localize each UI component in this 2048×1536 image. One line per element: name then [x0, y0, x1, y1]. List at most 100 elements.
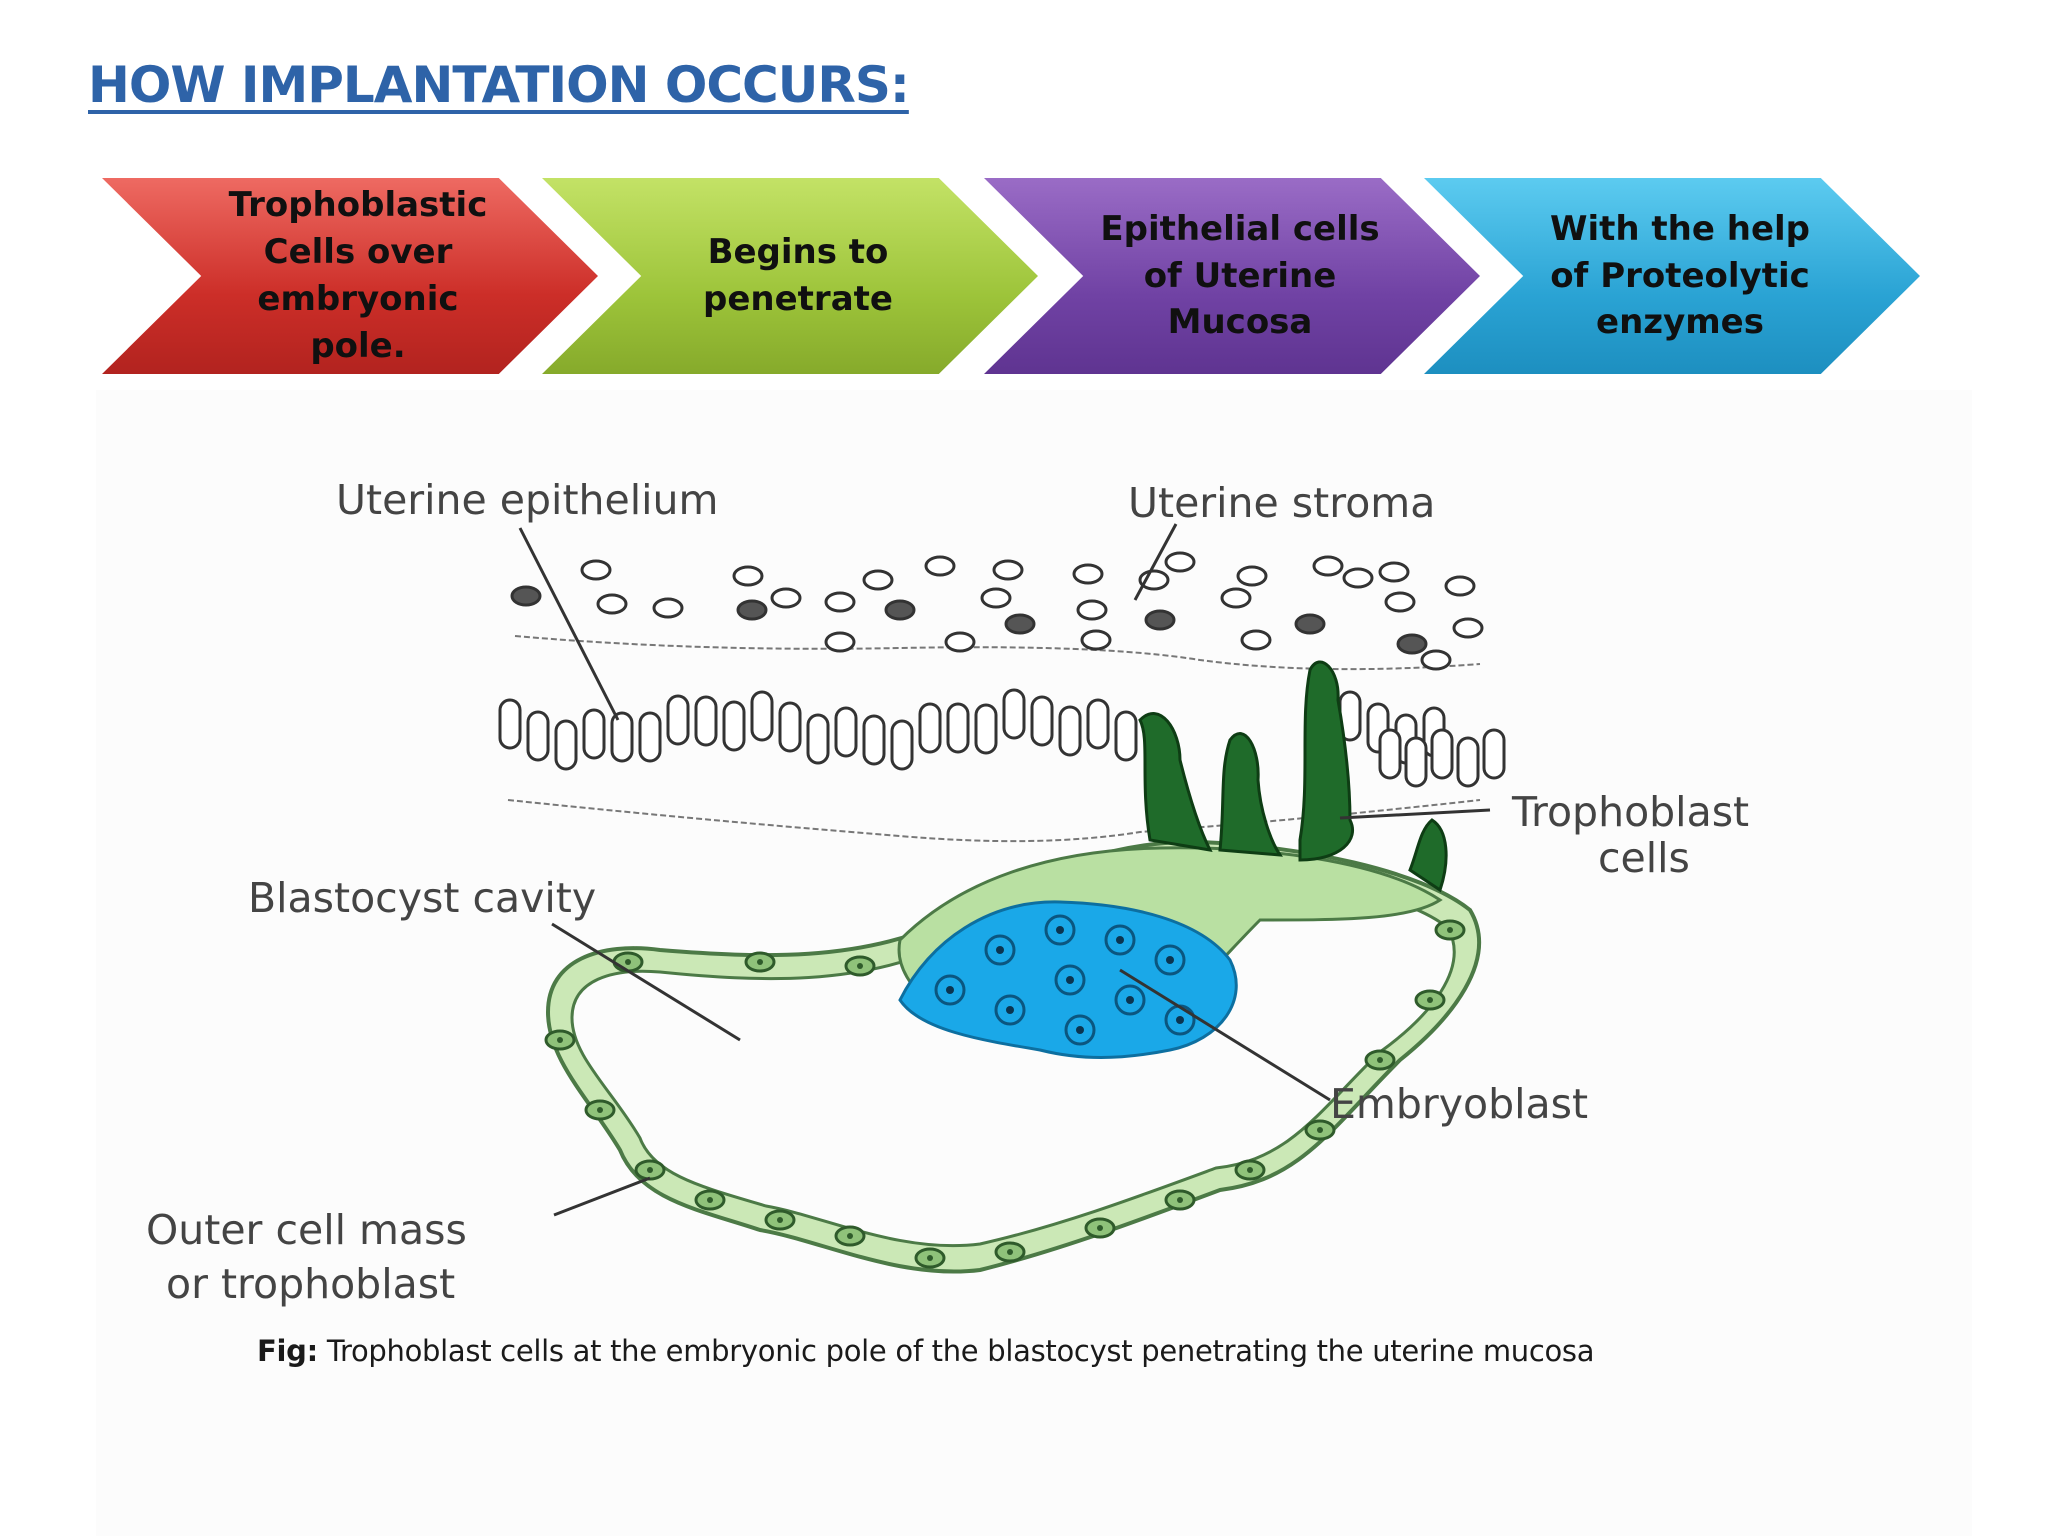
epithelial-cell: [806, 713, 830, 765]
epithelial-cell: [1404, 736, 1428, 788]
nucleolus: [647, 1167, 653, 1173]
stroma-cell: [980, 587, 1012, 609]
caption-text: Trophoblast cells at the embryonic pole …: [317, 1334, 1595, 1368]
epithelial-cell: [722, 700, 746, 752]
figure-caption: Fig: Trophoblast cells at the embryonic …: [257, 1334, 1595, 1368]
stroma-cell: [510, 585, 542, 607]
label-outer-cell-mass-2: or trophoblast: [166, 1260, 455, 1308]
stroma-cell: [1080, 629, 1112, 651]
stroma-cell: [1342, 567, 1374, 589]
stroma-cell: [992, 559, 1024, 581]
epithelial-cell: [862, 714, 886, 766]
epithelial-cell: [498, 698, 522, 750]
stroma-cell: [770, 587, 802, 609]
stroma-cell: [1164, 551, 1196, 573]
epithelial-cell: [582, 708, 606, 760]
epithelial-cell: [1430, 728, 1454, 780]
stroma-cell: [1452, 617, 1484, 639]
nucleolus: [777, 1217, 783, 1223]
step-1-chevron: Trophoblastic Cells over embryonic pole.: [102, 178, 598, 374]
trophoblast-cells: [1138, 660, 1448, 893]
stroma-cell: [1076, 599, 1108, 621]
nucleolus: [757, 959, 763, 965]
stroma-cell: [652, 597, 684, 619]
nucleolus: [1447, 927, 1453, 933]
label-trophoblast-cells-1: Trophoblast: [1511, 788, 1749, 836]
stroma-cell: [1144, 609, 1176, 631]
stroma-cell: [1220, 587, 1252, 609]
stroma-cell: [1072, 563, 1104, 585]
stroma-cell: [1004, 613, 1036, 635]
epithelial-cell: [666, 694, 690, 746]
nucleolus: [1116, 936, 1124, 944]
nucleolus: [1247, 1167, 1253, 1173]
label-embryoblast: Embryoblast: [1330, 1080, 1588, 1128]
stroma-cell: [884, 599, 916, 621]
label-blastocyst-cavity: Blastocyst cavity: [248, 874, 596, 922]
stroma-cells: [510, 551, 1484, 671]
page-title: HOW IMPLANTATION OCCURS:: [88, 56, 910, 114]
step-2-chevron: Begins to penetrate: [542, 178, 1038, 374]
nucleolus: [927, 1255, 933, 1261]
step-4-text: With the help of Proteolytic enzymes: [1549, 208, 1811, 343]
nucleolus: [1166, 956, 1174, 964]
nucleolus: [1126, 996, 1134, 1004]
epithelial-cell: [918, 702, 942, 754]
stroma-cell: [596, 593, 628, 615]
stroma-cell: [862, 569, 894, 591]
nucleolus: [847, 1233, 853, 1239]
epithelial-cell: [694, 695, 718, 747]
nucleolus: [1076, 1026, 1084, 1034]
epithelial-cell: [890, 719, 914, 771]
label-trophoblast-cells-2: cells: [1598, 834, 1690, 882]
epithelial-cell: [638, 711, 662, 763]
caption-prefix: Fig:: [257, 1334, 318, 1368]
epithelial-cell: [834, 706, 858, 758]
nucleolus: [597, 1107, 603, 1113]
stroma-cell: [732, 565, 764, 587]
nucleolus: [1056, 926, 1064, 934]
blastocyst-cavity: [570, 866, 1456, 1248]
nucleolus: [857, 963, 863, 969]
epithelium-cells: [498, 688, 1506, 788]
epithelial-cell: [610, 711, 634, 763]
label-outer-cell-mass-1: Outer cell mass: [146, 1206, 467, 1254]
stroma-cell: [736, 599, 768, 621]
epithelial-cell: [1114, 710, 1138, 762]
epithelial-cell: [778, 701, 802, 753]
epithelial-cell: [1086, 698, 1110, 750]
epithelial-cell: [1482, 728, 1506, 780]
stroma-cell: [1294, 613, 1326, 635]
epithelial-cell: [974, 703, 998, 755]
step-3-text: Epithelial cells of Uterine Mucosa: [1100, 208, 1380, 343]
stroma-cell: [1444, 575, 1476, 597]
nucleolus: [1066, 976, 1074, 984]
stroma-upper-boundary: [514, 635, 1481, 671]
nucleolus: [946, 986, 954, 994]
nucleolus: [1177, 1197, 1183, 1203]
epithelial-cell: [1058, 705, 1082, 757]
nucleolus: [707, 1197, 713, 1203]
stroma-cell: [1396, 633, 1428, 655]
epithelial-cell: [750, 690, 774, 742]
nucleolus: [996, 946, 1004, 954]
epithelial-cell: [1456, 736, 1480, 788]
step-2-text: Begins to penetrate: [703, 232, 893, 319]
stroma-cell: [1236, 565, 1268, 587]
leader-lines: [518, 523, 1491, 1217]
epithelial-cell: [1378, 728, 1402, 780]
nucleolus: [557, 1037, 563, 1043]
nucleolus: [1007, 1249, 1013, 1255]
stroma-cell: [944, 631, 976, 653]
label-uterine-stroma: Uterine stroma: [1128, 479, 1435, 527]
stroma-cell: [1420, 649, 1452, 671]
epithelial-cell: [1002, 688, 1026, 740]
nucleolus: [1317, 1127, 1323, 1133]
nucleolus: [1427, 997, 1433, 1003]
stroma-cell: [580, 559, 612, 581]
nucleolus: [625, 959, 631, 965]
stroma-cell: [1384, 591, 1416, 613]
epithelial-cell: [946, 702, 970, 754]
nucleolus: [1377, 1057, 1383, 1063]
